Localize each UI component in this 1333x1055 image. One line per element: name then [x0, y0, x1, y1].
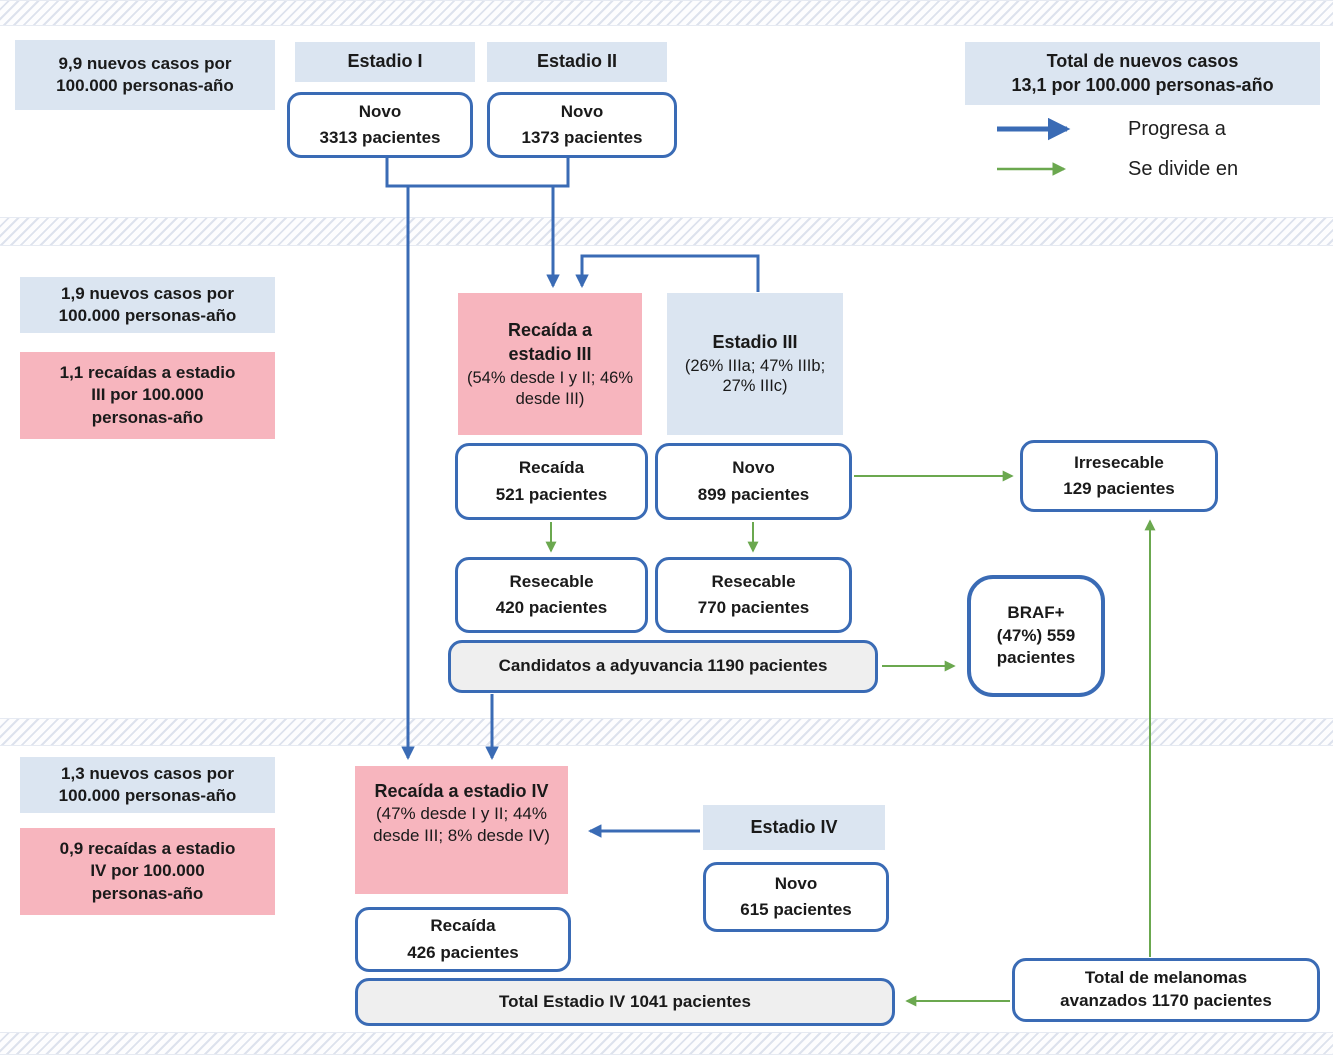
incidence-rate-stage4: 1,3 nuevos casos por 100.000 personas-añ… [20, 757, 275, 813]
node-novo-899: Novo 899 pacientes [655, 443, 852, 520]
estadio3-box: Estadio III (26% IIIa; 47% IIIb; 27% III… [667, 293, 843, 435]
divider-top [0, 0, 1333, 26]
relapse-rate-stage3: 1,1 recaídas a estadio III por 100.000 p… [20, 352, 275, 439]
node-recaida-426: Recaída 426 pacientes [355, 907, 571, 972]
relapse-to-stage4-box: Recaída a estadio IV (47% desde I y II; … [355, 766, 568, 894]
relapse-to-stage3-box: Recaída a estadio III (54% desde I y II;… [458, 293, 642, 435]
node-novo-615: Novo 615 pacientes [703, 862, 889, 932]
arrow-stage3-loop-to-relapse-3 [575, 254, 760, 292]
node-novo-estadio2: Novo 1373 pacientes [487, 92, 677, 158]
legend-label-progresa: Progresa a [1128, 118, 1226, 140]
node-novo-estadio1: Novo 3313 pacientes [287, 92, 473, 158]
divider-bottom [0, 1032, 1333, 1055]
header-estadio-4: Estadio IV [703, 805, 885, 850]
divider-section2-3 [0, 718, 1333, 746]
node-braf-positivo: BRAF+ (47%) 559 pacientes [967, 575, 1105, 697]
relapse-rate-stage4: 0,9 recaídas a estadio IV por 100.000 pe… [20, 828, 275, 915]
node-candidatos-adyuvancia: Candidatos a adyuvancia 1190 pacientes [448, 640, 878, 693]
node-resecable-770: Resecable 770 pacientes [655, 557, 852, 633]
node-total-estadio4: Total Estadio IV 1041 pacientes [355, 978, 895, 1026]
header-estadio-1: Estadio I [295, 42, 475, 82]
bracket-stage1-stage2 [385, 157, 570, 188]
total-new-cases-box: Total de nuevos casos 13,1 por 100.000 p… [965, 42, 1320, 105]
header-estadio-2: Estadio II [487, 42, 667, 82]
divider-section1-2 [0, 217, 1333, 246]
legend-label-divide: Se divide en [1128, 158, 1239, 180]
relapse-to-stage4-title: Recaída a estadio IV [374, 781, 549, 801]
incidence-rate-stage3: 1,9 nuevos casos por 100.000 personas-añ… [20, 277, 275, 333]
incidence-rate-stage12: 9,9 nuevos casos por 100.000 personas-añ… [15, 40, 275, 110]
relapse-to-stage4-detail: (47% desde I y II; 44% desde III; 8% des… [373, 804, 550, 846]
node-recaida-521: Recaída 521 pacientes [455, 443, 648, 520]
node-resecable-420: Resecable 420 pacientes [455, 557, 648, 633]
node-total-melanomas-avanzados: Total de melanomas avanzados 1170 pacien… [1012, 958, 1320, 1022]
node-irresecable-129: Irresecable 129 pacientes [1020, 440, 1218, 512]
